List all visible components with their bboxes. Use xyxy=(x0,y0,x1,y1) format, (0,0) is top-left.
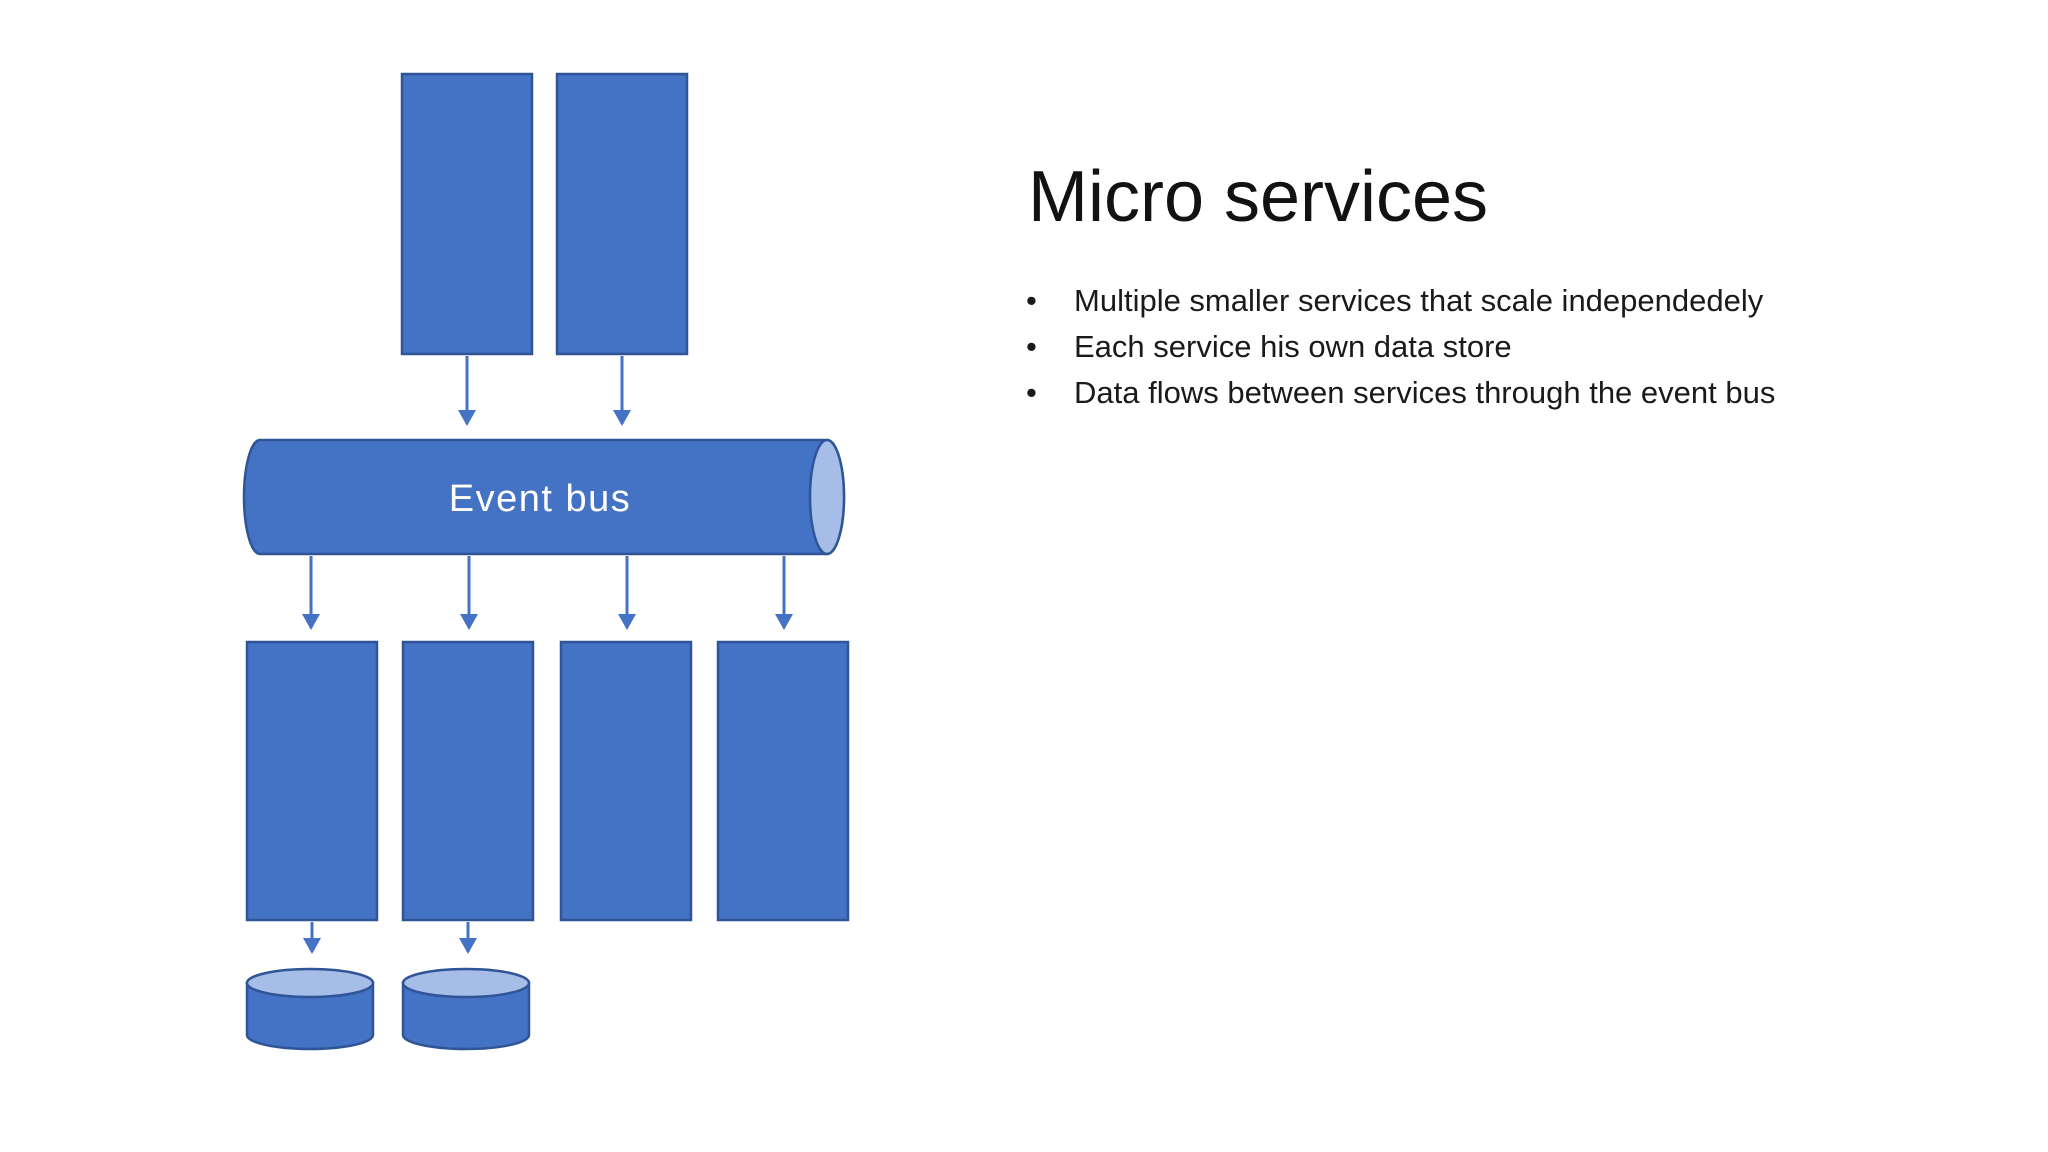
datastore-top-cap xyxy=(245,967,375,999)
event-bus-label: Event bus xyxy=(449,478,632,520)
datastore-top-cap xyxy=(401,967,531,999)
bullet-glyph: • xyxy=(1026,328,1037,364)
service-box-top-2 xyxy=(555,72,689,356)
bullet-text: Multiple smaller services that scale ind… xyxy=(1074,282,1764,318)
bullet-item: • Data flows between services through th… xyxy=(1024,370,1964,416)
slide-text-content: Micro services • Multiple smaller servic… xyxy=(1024,157,1964,416)
bullet-text: Data flows between services through the … xyxy=(1074,374,1776,410)
event-bus-cylinder: Event bus xyxy=(242,438,846,556)
slide-title: Micro services xyxy=(1028,157,1489,237)
service-box-bottom-2 xyxy=(401,640,535,922)
bullet-glyph: • xyxy=(1026,374,1037,410)
service-box-bottom-1 xyxy=(245,640,379,922)
datastore-cylinder-1 xyxy=(245,967,375,1051)
service-box-bottom-4 xyxy=(716,640,850,922)
bullet-text: Each service his own data store xyxy=(1074,328,1512,364)
datastore-body xyxy=(245,981,375,1051)
event-bus-end-cap xyxy=(808,438,846,556)
datastore-cylinder-2 xyxy=(401,967,531,1051)
bullet-item: • Multiple smaller services that scale i… xyxy=(1024,278,1964,324)
bullet-list: • Multiple smaller services that scale i… xyxy=(1024,278,1964,416)
bullet-item: • Each service his own data store xyxy=(1024,324,1964,370)
bullet-glyph: • xyxy=(1026,282,1037,318)
service-box-top-1 xyxy=(400,72,534,356)
microservices-diagram: Event bus xyxy=(242,72,850,1051)
service-box-bottom-3 xyxy=(559,640,693,922)
datastore-body xyxy=(401,981,531,1051)
